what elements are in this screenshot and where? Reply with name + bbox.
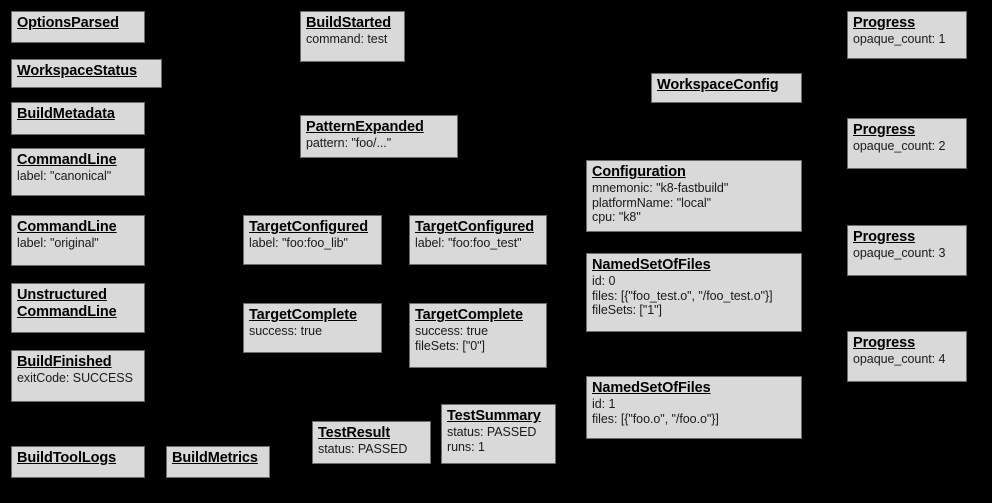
node-title: CommandLine	[17, 219, 117, 235]
node-field: pattern: "foo/..."	[306, 136, 392, 150]
node-title: BuildStarted	[306, 15, 392, 31]
node-field: success: true	[415, 324, 488, 338]
node-workspace-config[interactable]: WorkspaceConfig	[651, 73, 802, 103]
node-title: TestResult	[318, 425, 391, 441]
node-title: BuildFinished	[17, 354, 112, 370]
node-field: label: "canonical"	[17, 169, 112, 183]
node-title: WorkspaceStatus	[17, 63, 137, 79]
node-field: label: "original"	[17, 236, 99, 250]
node-title: TargetComplete	[415, 307, 523, 323]
node-field: fileSets: ["1"]	[592, 303, 662, 317]
node-field: fileSets: ["0"]	[415, 338, 485, 353]
node-title: Configuration	[592, 164, 686, 180]
node-field: runs: 1	[447, 439, 485, 454]
node-field: status: PASSED	[447, 425, 537, 439]
node-title: TargetComplete	[249, 307, 357, 323]
node-title: Unstructured CommandLine	[17, 287, 117, 320]
node-field: platformName: "local"	[592, 195, 711, 210]
node-field: opaque_count: 4	[853, 352, 946, 366]
node-options-parsed[interactable]: OptionsParsed	[11, 11, 145, 43]
node-build-metrics[interactable]: BuildMetrics	[166, 446, 270, 478]
node-title: NamedSetOfFiles	[592, 380, 711, 396]
node-title: Progress	[853, 122, 916, 138]
node-field: label: "foo:foo_lib"	[249, 236, 348, 250]
node-title: CommandLine	[17, 152, 117, 168]
node-title: BuildToolLogs	[17, 450, 117, 466]
node-field: cpu: "k8"	[592, 210, 641, 224]
node-title: PatternExpanded	[306, 119, 424, 135]
node-field: command: test	[306, 32, 388, 46]
node-field: exitCode: SUCCESS	[17, 371, 133, 385]
node-field: opaque_count: 2	[853, 139, 946, 153]
node-title: TargetConfigured	[415, 219, 534, 235]
node-field: id: 1	[592, 397, 616, 411]
node-field: status: PASSED	[318, 442, 408, 456]
node-build-tool-logs[interactable]: BuildToolLogs	[11, 446, 145, 478]
node-title: Progress	[853, 229, 916, 245]
node-field: opaque_count: 3	[853, 246, 946, 260]
node-title: OptionsParsed	[17, 15, 119, 31]
node-title: Progress	[853, 15, 916, 31]
node-title: TestSummary	[447, 408, 541, 424]
node-title: TargetConfigured	[249, 219, 368, 235]
node-title: Progress	[853, 335, 916, 351]
node-build-metadata[interactable]: BuildMetadata	[11, 102, 145, 135]
node-field: files: [{"foo.o", "/foo.o"}]	[592, 411, 719, 426]
node-field: id: 0	[592, 274, 616, 288]
node-workspace-status[interactable]: WorkspaceStatus	[11, 59, 162, 88]
node-field: label: "foo:foo_test"	[415, 236, 522, 250]
node-field: mnemonic: "k8-fastbuild"	[592, 181, 729, 195]
node-title: BuildMetrics	[172, 450, 258, 466]
node-unstructured-command-line[interactable]: Unstructured CommandLine	[11, 283, 145, 333]
node-field: success: true	[249, 324, 322, 338]
node-field: files: [{"foo_test.o", "/foo_test.o"}]	[592, 288, 773, 303]
node-title: BuildMetadata	[17, 106, 115, 122]
node-title: NamedSetOfFiles	[592, 257, 711, 273]
node-title: WorkspaceConfig	[657, 77, 779, 93]
node-field: opaque_count: 1	[853, 32, 946, 46]
